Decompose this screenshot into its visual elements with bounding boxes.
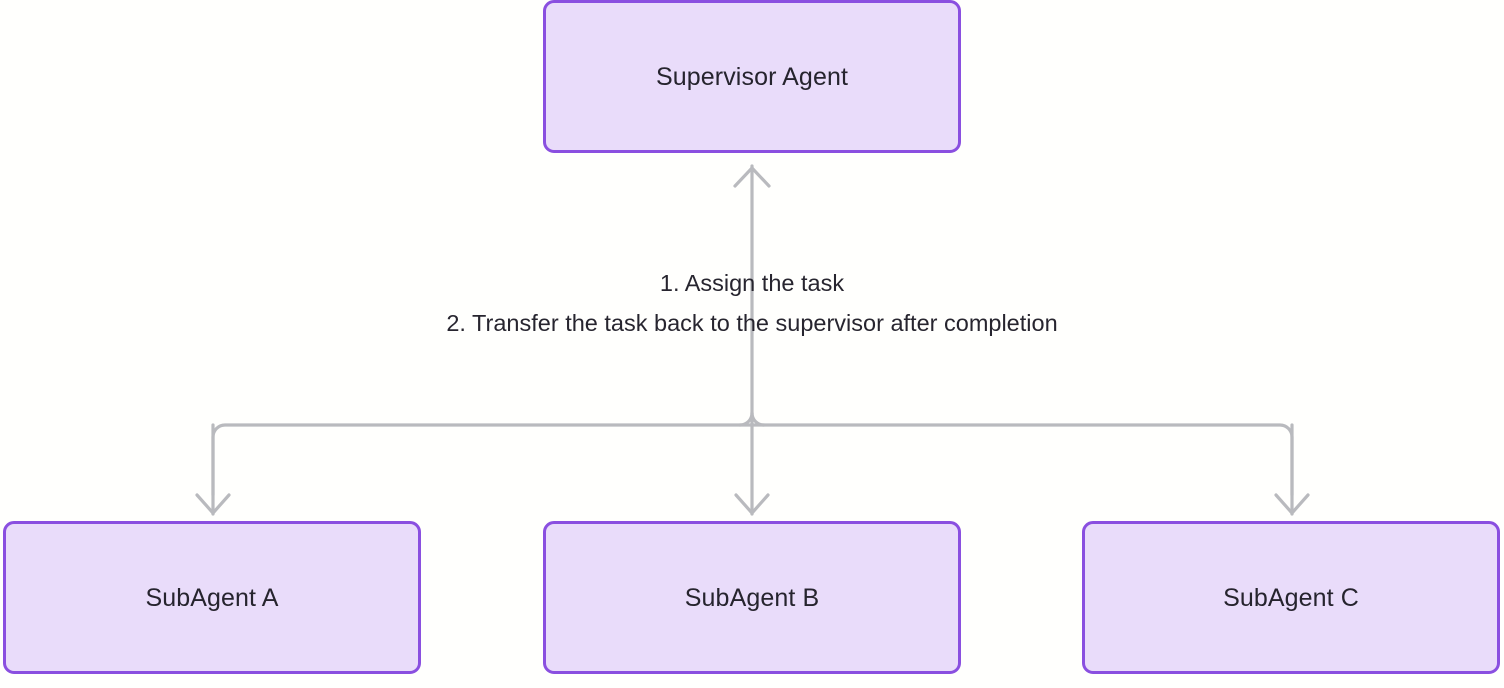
edge-bus-left bbox=[211, 423, 754, 497]
node-subagent-b-label: SubAgent B bbox=[684, 583, 820, 612]
arrowhead-down-sub-b bbox=[734, 493, 770, 515]
edge-label-step-2: 2. Transfer the task back to the supervi… bbox=[446, 310, 1058, 336]
node-subagent-c[interactable]: SubAgent C bbox=[1082, 521, 1500, 674]
arrowhead-up-supervisor bbox=[733, 166, 771, 188]
node-subagent-c-label: SubAgent C bbox=[1223, 583, 1359, 612]
node-subagent-a[interactable]: SubAgent A bbox=[3, 521, 421, 674]
arrowhead-down-sub-c bbox=[1274, 493, 1310, 515]
node-subagent-a-label: SubAgent A bbox=[145, 583, 279, 612]
node-subagent-b[interactable]: SubAgent B bbox=[543, 521, 961, 674]
edge-junction-fillet-left bbox=[738, 411, 754, 427]
edge-label-steps: 1. Assign the task 2. Transfer the task … bbox=[352, 263, 1152, 343]
edge-junction-fillet-right bbox=[750, 411, 766, 427]
node-supervisor-agent[interactable]: Supervisor Agent bbox=[543, 0, 961, 153]
edge-bus-right bbox=[750, 423, 1294, 497]
arrowhead-down-sub-a bbox=[195, 493, 231, 515]
edge-label-step-1: 1. Assign the task bbox=[659, 270, 845, 296]
node-supervisor-agent-label: Supervisor Agent bbox=[656, 62, 848, 91]
